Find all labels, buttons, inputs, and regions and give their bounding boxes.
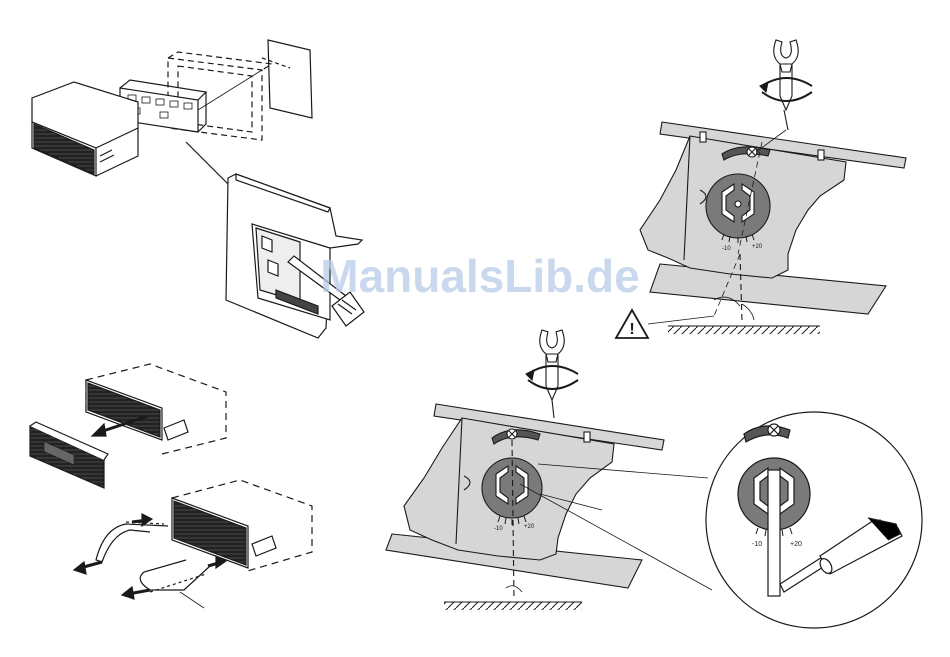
dial-label-minus: -10: [722, 246, 731, 252]
dial-label-minus-2: -10: [494, 526, 503, 532]
dial-detail-magnified: -10 +20: [706, 412, 922, 628]
radio-removal-view: [30, 364, 312, 608]
release-key-right: [140, 560, 210, 590]
angle-adjust-upper-view: -10 +20 !: [616, 40, 906, 338]
dial-label-minus-detail: -10: [752, 541, 762, 548]
detail-circle: [706, 412, 922, 628]
dial-label-plus-2: +20: [524, 524, 535, 530]
ground-hatch-2: [444, 602, 582, 610]
screwdriver-icon-2: [526, 330, 578, 418]
release-key-left: [96, 524, 168, 562]
angle-adjust-lower-view: -10 +20: [386, 330, 712, 610]
ground-hatch: [668, 326, 820, 334]
warning-symbol: !: [629, 321, 634, 338]
dial-label-plus: +20: [752, 244, 763, 250]
dial-label-plus-detail: +20: [790, 541, 802, 548]
dashboard-panel-piece: [268, 40, 312, 118]
angle-dial-2: [482, 458, 542, 518]
watermark: ManualsLib.de: [320, 250, 639, 302]
screwdriver-icon: [760, 40, 812, 130]
mounting-exploded-view: [32, 40, 364, 338]
